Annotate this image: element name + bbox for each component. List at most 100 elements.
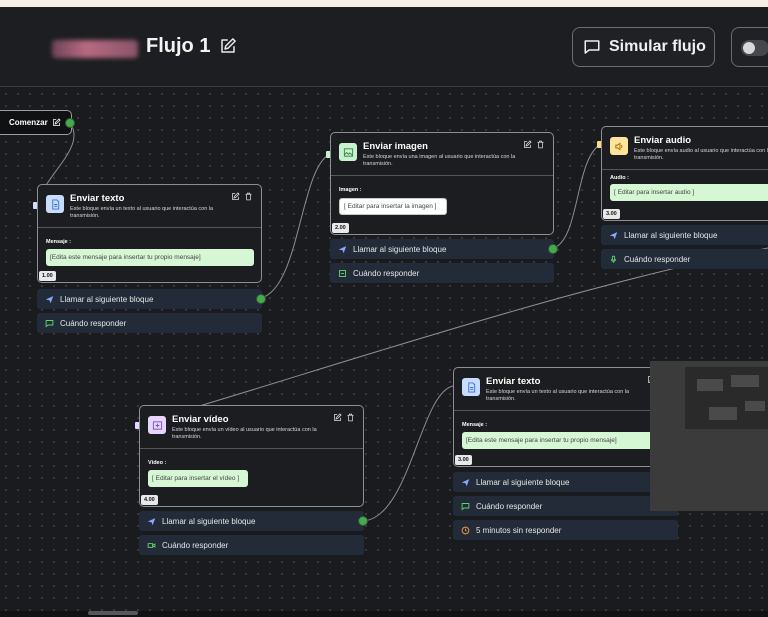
image-field[interactable]: [ Editar para insertar la imagen ] xyxy=(339,198,447,215)
camera-icon xyxy=(147,542,156,548)
node-title: Enviar texto xyxy=(70,193,125,204)
order-badge: 3.00 xyxy=(603,209,620,219)
port-next-block[interactable]: Llamar al siguiente bloque xyxy=(139,511,364,531)
order-badge: 4.00 xyxy=(141,495,158,505)
node-title: Enviar audio xyxy=(634,135,692,146)
chat-icon xyxy=(339,269,346,277)
edge-text1-image xyxy=(260,153,331,299)
port-when-reply[interactable]: Cuándo responder xyxy=(139,535,364,555)
send-icon xyxy=(338,245,347,253)
port-label: Cuándo responder xyxy=(162,540,229,550)
window-top-strip xyxy=(0,0,768,7)
port-when-reply[interactable]: Cuándo responder xyxy=(601,249,768,269)
node-description: Este bloque envía un texto al usuario qu… xyxy=(70,206,214,219)
node-description: Este bloque envía un texto al usuario qu… xyxy=(486,389,630,402)
node-description: Este bloque envía un vídeo al usuario qu… xyxy=(172,427,317,440)
node-header: Enviar imagen Este bloque envía una imag… xyxy=(331,133,553,176)
start-output-handle[interactable] xyxy=(65,118,75,128)
edit-icon[interactable] xyxy=(52,118,61,127)
port-when-reply[interactable]: Cuándo responder xyxy=(330,263,554,283)
horizontal-scrollbar[interactable] xyxy=(0,611,768,617)
video-input-handle[interactable] xyxy=(135,422,142,429)
image-input-handle[interactable] xyxy=(326,151,333,158)
text1-input-handle[interactable] xyxy=(33,202,40,209)
node-description: Este bloque envía audio al usuario que i… xyxy=(634,148,768,161)
toggle-knob xyxy=(741,40,768,56)
mic-icon xyxy=(610,255,617,263)
port-label: Cuándo responder xyxy=(624,254,691,264)
edge-image-audio xyxy=(553,143,602,249)
blurred-account-name xyxy=(52,40,138,58)
trash-icon[interactable] xyxy=(536,140,545,149)
order-badge: 3.00 xyxy=(455,455,472,465)
simulate-flow-label: Simular flujo xyxy=(609,38,706,55)
port-timeout[interactable]: 5 minutos sin responder xyxy=(453,520,678,540)
video-icon xyxy=(148,416,166,434)
trash-icon[interactable] xyxy=(346,413,355,422)
field-label: Vídeo : xyxy=(148,460,167,466)
field-label: Mensaje : xyxy=(46,239,72,245)
port-next-block[interactable]: Llamar al siguiente bloque xyxy=(601,225,768,245)
send-icon xyxy=(461,478,470,486)
scrollbar-thumb[interactable] xyxy=(88,611,138,615)
port-label: Llamar al siguiente bloque xyxy=(60,294,154,304)
field-label: Imagen : xyxy=(339,187,362,193)
port-next-block[interactable]: Llamar al siguiente bloque xyxy=(453,472,678,492)
port-label: 5 minutos sin responder xyxy=(476,525,562,535)
port-label: Llamar al siguiente bloque xyxy=(476,477,570,487)
image-output-handle[interactable] xyxy=(548,244,558,254)
port-next-block[interactable]: Llamar al siguiente bloque xyxy=(330,239,554,259)
video-field[interactable]: [ Editar para insertar el vídeo ] xyxy=(148,470,248,487)
flow-title: Flujo 1 xyxy=(146,35,211,57)
send-image-node[interactable]: Enviar imagen Este bloque envía una imag… xyxy=(330,132,554,235)
port-when-reply[interactable]: Cuándo responder xyxy=(453,496,678,516)
port-label: Cuándo responder xyxy=(60,318,127,328)
port-next-block[interactable]: Llamar al siguiente bloque xyxy=(37,289,262,309)
simulate-flow-button[interactable]: Simular flujo xyxy=(572,27,715,67)
trash-icon[interactable] xyxy=(244,192,253,201)
theme-toggle[interactable] xyxy=(731,27,768,67)
audio-input-handle[interactable] xyxy=(597,141,604,148)
send-icon xyxy=(609,231,618,239)
port-label: Llamar al siguiente bloque xyxy=(353,244,447,254)
node-header: Enviar vídeo Este bloque envía un vídeo … xyxy=(140,406,363,449)
chat-icon xyxy=(45,319,54,327)
port-label: Cuándo responder xyxy=(476,501,543,511)
speaker-icon xyxy=(610,137,628,155)
send-icon xyxy=(147,517,156,525)
node-title: Enviar vídeo xyxy=(172,414,229,425)
port-when-reply[interactable]: Cuándo responder xyxy=(37,313,262,333)
send-text-node[interactable]: Enviar texto Este bloque envía un texto … xyxy=(37,184,262,283)
field-label: Audio : xyxy=(610,175,629,181)
start-label: Comenzar xyxy=(9,118,48,127)
edit-icon[interactable] xyxy=(231,192,240,201)
order-badge: 1.00 xyxy=(39,271,56,281)
node-header: Enviar audio Este bloque envía audio al … xyxy=(602,127,768,170)
flow-canvas[interactable]: Comenzar Enviar texto Este bloque envía … xyxy=(0,88,768,617)
message-field[interactable]: [Edita este mensaje para insertar tu pro… xyxy=(46,249,254,266)
text1-output-handle[interactable] xyxy=(256,294,266,304)
image-icon xyxy=(339,143,357,161)
node-header: Enviar texto Este bloque envía un texto … xyxy=(38,185,261,228)
app-header: Flujo 1 Simular flujo xyxy=(0,7,768,87)
send-text-node-2[interactable]: Enviar texto Este bloque envía un texto … xyxy=(453,367,678,467)
clock-icon xyxy=(461,526,470,534)
audio-field[interactable]: [ Editar para insertar audio ] xyxy=(610,184,768,201)
port-label: Llamar al siguiente bloque xyxy=(162,516,256,526)
document-icon xyxy=(46,195,64,213)
chat-icon xyxy=(584,40,600,54)
edit-icon[interactable] xyxy=(219,37,237,55)
start-node[interactable]: Comenzar xyxy=(0,110,72,135)
node-title: Enviar texto xyxy=(486,376,541,387)
send-audio-node[interactable]: Enviar audio Este bloque envía audio al … xyxy=(601,126,768,221)
edit-icon[interactable] xyxy=(333,413,342,422)
edge-video-text2 xyxy=(362,385,454,522)
send-video-node[interactable]: Enviar vídeo Este bloque envía un vídeo … xyxy=(139,405,364,507)
video-output-handle[interactable] xyxy=(358,516,368,526)
port-label: Cuándo responder xyxy=(353,268,420,278)
edit-icon[interactable] xyxy=(523,140,532,149)
message-field[interactable]: [Edita este mensaje para insertar tu pro… xyxy=(462,432,670,449)
chat-icon xyxy=(461,502,470,510)
port-label: Llamar al siguiente bloque xyxy=(624,230,718,240)
document-icon xyxy=(462,378,480,396)
